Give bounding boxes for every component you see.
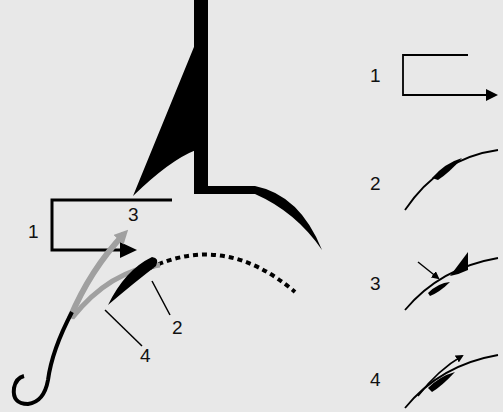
callout-number: 3 [370, 274, 381, 293]
icon-airfoil [405, 355, 498, 408]
arrow-head [120, 242, 137, 258]
callout-number: 1 [28, 222, 39, 241]
leader-line [105, 310, 142, 346]
callout-number: 4 [140, 346, 151, 365]
arrow-head [486, 89, 498, 101]
grey-flow-arrow [70, 234, 124, 318]
icon-arrow [418, 262, 438, 278]
callout-number: 2 [172, 318, 183, 337]
icon-slat [432, 158, 462, 180]
icon-flow [403, 55, 488, 95]
icon-arrow [418, 356, 462, 396]
icon-airfoil [405, 258, 498, 310]
leader-line [152, 281, 170, 315]
callout-number: 4 [370, 370, 381, 389]
flow-arrow [52, 200, 172, 250]
slat [108, 257, 157, 305]
icon-slat [428, 372, 455, 392]
dashed-contour [150, 255, 295, 293]
wing-surface [194, 186, 322, 250]
icon-airfoil [405, 150, 498, 210]
callout-number: 2 [370, 174, 381, 193]
bracket-triangle [133, 42, 196, 196]
vertical-strut [194, 0, 208, 192]
callout-number: 3 [128, 205, 139, 224]
icon-slat [428, 282, 450, 296]
leading-edge [14, 312, 72, 404]
icon-deployed-slat [450, 252, 468, 276]
callout-number: 1 [370, 66, 381, 85]
